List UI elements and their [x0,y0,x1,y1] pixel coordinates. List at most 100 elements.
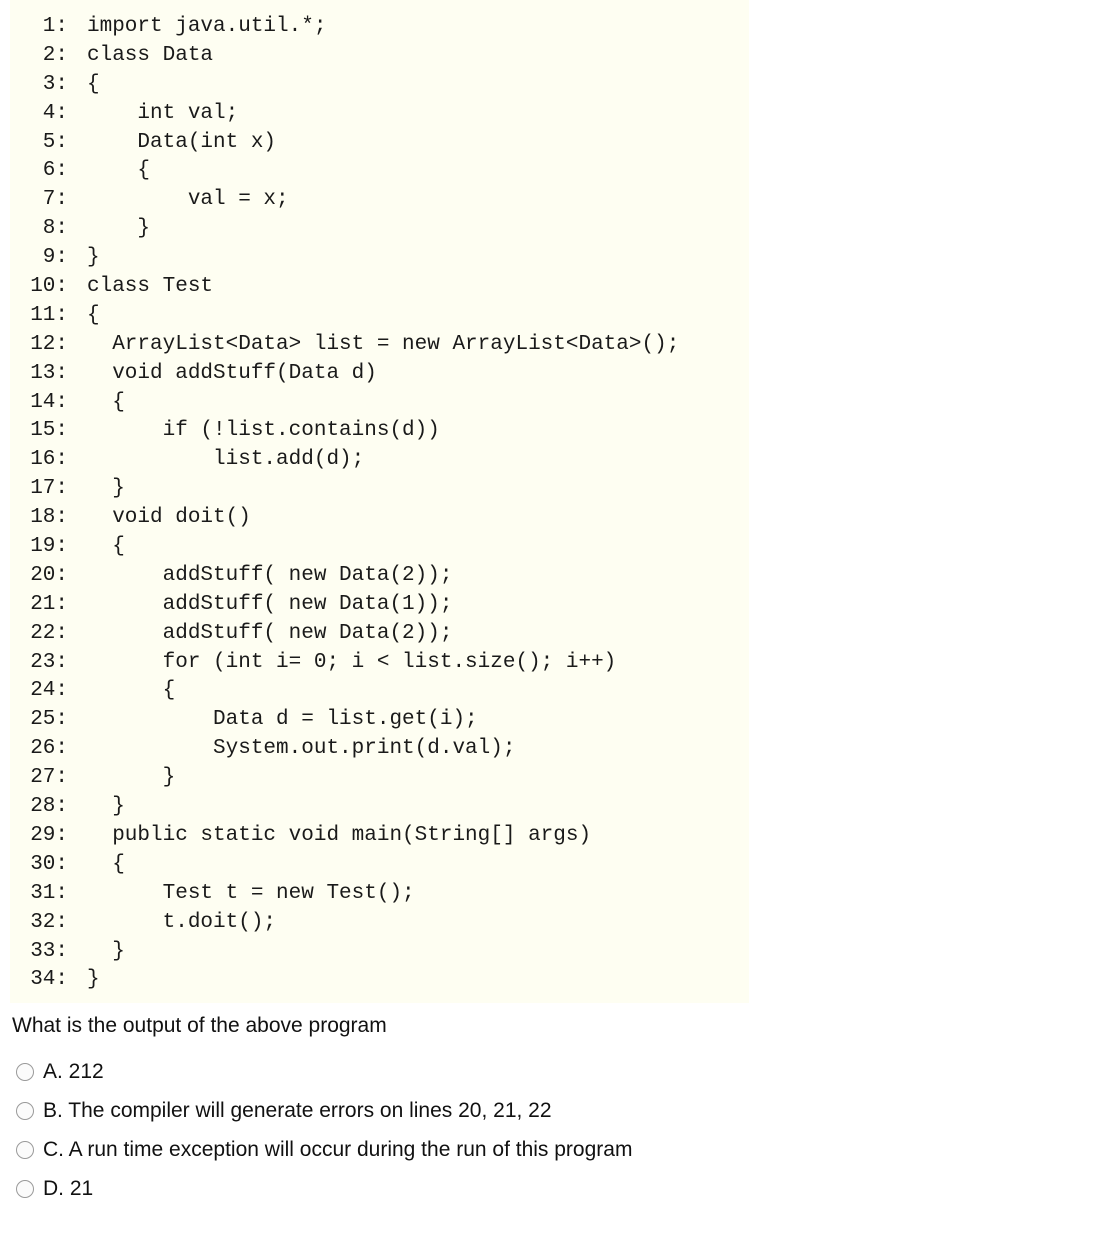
line-code: addStuff( new Data(2)); [87,621,453,645]
line-number: 23: [30,650,68,674]
line-code: { [87,72,100,96]
line-number: 22: [30,621,68,645]
answer-option[interactable]: B. The compiler will generate errors on … [16,1091,632,1130]
line-number: 26: [30,737,68,761]
line-code: } [87,477,125,501]
line-code: { [87,852,125,876]
code-line: 10: class Test [10,273,213,302]
answer-option[interactable]: A. 212 [16,1052,632,1091]
line-number: 12: [30,332,68,356]
code-line: 25: Data d = list.get(i); [10,706,477,735]
code-line: 18: void doit() [10,504,251,533]
line-number: 2: [42,43,68,67]
code-line: 9:} [10,244,100,273]
line-number: 14: [30,390,68,414]
code-line: 14: { [10,389,125,418]
radio-button[interactable] [16,1062,34,1081]
line-code: } [87,217,151,241]
line-code: } [87,766,176,790]
line-number: 3: [42,72,68,96]
line-code: { [87,159,151,183]
line-number: 24: [30,679,68,703]
line-code: t.doit(); [87,910,277,934]
line-number: 19: [30,535,68,559]
answer-options: A. 212 B. The compiler will generate erro… [16,1052,632,1208]
code-line: 28: } [10,793,125,822]
line-number: 6: [42,159,68,183]
code-line: 5: Data(int x) [10,129,276,158]
code-line: 12: ArrayList<Data> list = new ArrayList… [10,331,679,360]
line-number: 27: [30,766,68,790]
question-text: What is the output of the above program [12,1014,387,1037]
line-code: { [87,390,125,414]
line-number: 25: [30,708,68,732]
code-line: 1: import java.util.*; [10,13,327,42]
code-line: 33: } [10,938,125,967]
line-number: 1: [42,15,68,38]
line-number: 18: [30,506,68,530]
line-number: 17: [30,477,68,501]
code-line: 30: { [10,851,125,880]
line-number: 32: [30,910,68,934]
radio-button[interactable] [16,1140,34,1159]
line-code: } [87,939,125,963]
code-line: 34:} [10,966,99,995]
code-line: 13: void addStuff(Data d) [10,360,377,389]
line-code: } [87,246,100,270]
code-line: 24: { [10,677,175,706]
code-line: 27: } [10,764,175,793]
line-number: 7: [42,188,68,212]
line-number: 10: [30,275,68,299]
code-line: 2:class Data [10,42,213,71]
line-number: 5: [42,130,68,154]
answer-option-label[interactable]: D. 21 [43,1176,94,1200]
line-code: Data(int x) [87,130,277,154]
line-number: 11: [30,303,68,327]
line-number: 33: [30,939,68,963]
answer-option[interactable]: D. 21 [16,1169,632,1208]
line-code: int val; [87,101,239,125]
line-code: class Test [87,275,214,299]
code-line: 29: public static void main(String[] arg… [10,822,591,851]
code-line: 19: { [10,533,125,562]
line-code: } [87,795,125,819]
code-line: 6: { [10,157,150,186]
code-line: 7: val = x; [10,186,289,215]
radio-button[interactable] [16,1179,34,1198]
line-code: void doit() [87,506,251,530]
line-code: { [87,535,125,559]
code-line: 26: System.out.print(d.val); [10,735,515,764]
line-number: 31: [30,881,68,905]
line-code: public static void main(String[] args) [87,823,592,847]
line-number: 28: [30,795,68,819]
line-code: import java.util.*; [87,15,327,38]
line-code: if (!list.contains(d)) [87,419,440,443]
answer-option-label[interactable]: B. The compiler will generate errors on … [43,1098,552,1122]
line-code: Data d = list.get(i); [87,708,478,732]
radio-button[interactable] [16,1101,34,1120]
code-line: 23: for (int i= 0; i < list.size(); i++) [10,649,616,678]
line-number: 30: [30,852,68,876]
code-line: 15: if (!list.contains(d)) [10,417,440,446]
line-code: addStuff( new Data(2)); [87,563,453,587]
line-number: 29: [30,823,68,847]
line-code: { [87,679,176,703]
line-number: 34: [30,968,68,992]
code-line: 32: t.doit(); [10,909,276,938]
line-number: 15: [30,419,68,443]
code-line: 8: } [10,215,150,244]
line-number: 4: [42,101,68,125]
line-code: addStuff( new Data(1)); [87,592,453,616]
answer-option-label[interactable]: A. 212 [43,1059,104,1083]
answer-option-label[interactable]: C. A run time exception will occur durin… [43,1137,633,1161]
line-number: 20: [30,563,68,587]
line-code: list.add(d); [87,448,365,472]
line-code: { [87,303,100,327]
answer-option[interactable]: C. A run time exception will occur durin… [16,1130,632,1169]
line-code: val = x; [87,188,289,212]
code-line: 22: addStuff( new Data(2)); [10,620,452,649]
line-code: } [87,968,100,992]
code-line: 4: int val; [10,100,238,129]
line-code: Test t = new Test(); [87,881,415,905]
